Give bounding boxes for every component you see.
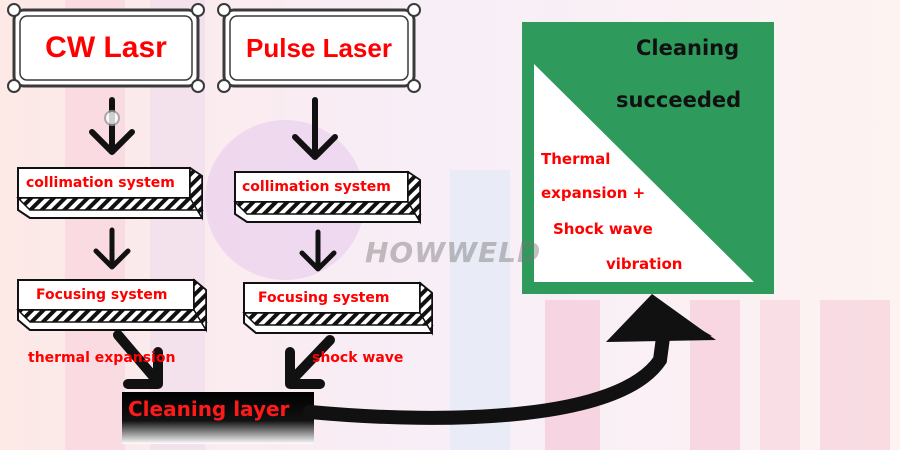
- bg-block: [760, 300, 800, 450]
- bg-block: [450, 170, 510, 450]
- result-line-1: Cleaning: [636, 36, 740, 60]
- cleaning-layer-bar: [122, 392, 314, 444]
- right-focusing-label: Focusing system: [258, 290, 390, 306]
- arrow-down-icon: [299, 229, 337, 272]
- combined-line-1: Thermal: [541, 150, 611, 168]
- arrow-diagonal-icon: [113, 330, 163, 389]
- arrow-down-icon: [292, 97, 338, 160]
- left-collimation-box: [16, 166, 204, 221]
- result-panel: [522, 22, 774, 294]
- pulse-title-frame: [217, 3, 421, 93]
- combined-line-4: vibration: [606, 255, 683, 273]
- arrow-down-icon: [93, 227, 131, 270]
- left-focusing-label: Focusing system: [36, 287, 168, 303]
- bg-block: [690, 300, 740, 450]
- left-collimation-label: collimation system: [26, 175, 175, 191]
- pulse-laser-title: Pulse Laser: [246, 32, 392, 63]
- left-focusing-box: [16, 278, 208, 333]
- result-line-2: succeeded: [616, 88, 742, 112]
- combined-line-2: expansion +: [541, 184, 646, 202]
- thermal-expansion-label: thermal expansion: [28, 350, 176, 366]
- watermark-logo: HOWWELD: [365, 236, 542, 269]
- shock-wave-label: shock wave: [312, 350, 404, 366]
- cleaning-layer-label: Cleaning layer: [128, 397, 290, 421]
- bg-block: [820, 300, 890, 450]
- combined-line-3: Shock wave: [553, 220, 653, 238]
- right-focusing-box: [242, 281, 434, 336]
- bg-block: [545, 300, 600, 450]
- arrow-knob: [104, 110, 120, 126]
- cw-laser-title: CW Lasr: [45, 31, 167, 64]
- arrow-diagonal-icon: [285, 335, 335, 389]
- right-collimation-box: [233, 170, 422, 225]
- curved-arrow-icon: [303, 323, 671, 425]
- cw-title-frame: [7, 3, 205, 93]
- right-collimation-label: collimation system: [242, 179, 391, 195]
